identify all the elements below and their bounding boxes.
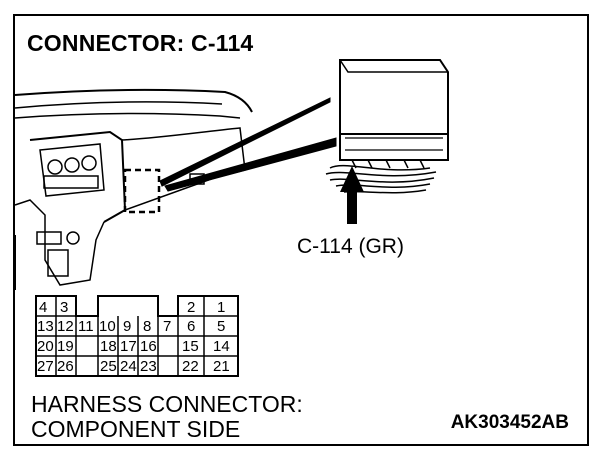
pin-17: 17 xyxy=(120,338,137,355)
caption-line-2: COMPONENT SIDE xyxy=(31,416,241,442)
pin-18: 18 xyxy=(100,338,117,355)
diagram-frame: CONNECTOR: C-114 C-114 (GR) HARNESS CONN… xyxy=(13,14,589,446)
pin-1: 1 xyxy=(217,299,225,316)
pin-21: 21 xyxy=(213,358,230,375)
pin-9: 9 xyxy=(123,318,131,335)
pin-16: 16 xyxy=(140,338,157,355)
pin-23: 23 xyxy=(140,358,157,375)
connector-pointer-arrow xyxy=(340,166,364,224)
connector-callout-label: C-114 (GR) xyxy=(297,235,404,258)
pin-7: 7 xyxy=(163,318,171,335)
pin-13: 13 xyxy=(37,318,54,335)
pin-26: 26 xyxy=(57,358,74,375)
pin-22: 22 xyxy=(182,358,199,375)
pin-8: 8 xyxy=(143,318,151,335)
pin-5: 5 xyxy=(217,318,225,335)
pin-14: 14 xyxy=(213,338,230,355)
pin-2: 2 xyxy=(187,299,195,316)
connector-pin-diagram xyxy=(35,295,239,377)
pin-25: 25 xyxy=(100,358,117,375)
component-location-marker xyxy=(123,168,161,214)
harness-caption: HARNESS CONNECTOR: COMPONENT SIDE xyxy=(31,392,303,442)
pin-12: 12 xyxy=(57,318,74,335)
figure-code: AK303452AB xyxy=(450,412,569,433)
pin-24: 24 xyxy=(120,358,137,375)
pin-6: 6 xyxy=(187,318,195,335)
caption-line-1: HARNESS CONNECTOR: xyxy=(31,391,303,417)
connector-pin-labels: 4 3 2 1 13 12 11 10 9 8 7 6 5 20 19 18 1… xyxy=(37,299,230,375)
pin-4: 4 xyxy=(39,299,47,316)
pin-15: 15 xyxy=(182,338,199,355)
pin-10: 10 xyxy=(99,318,116,335)
pin-20: 20 xyxy=(37,338,54,355)
dashboard-illustration xyxy=(14,88,253,290)
pin-27: 27 xyxy=(37,358,54,375)
component-module xyxy=(339,59,449,169)
pin-19: 19 xyxy=(57,338,74,355)
pin-11: 11 xyxy=(78,318,94,335)
pin-3: 3 xyxy=(60,299,68,316)
connector-title: CONNECTOR: C-114 xyxy=(27,30,254,56)
zoom-lines xyxy=(159,97,337,192)
